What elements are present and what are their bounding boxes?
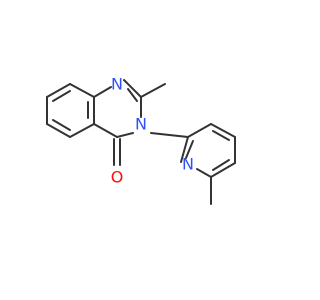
atom-n1-label: N bbox=[111, 75, 123, 94]
atom-n3-label: N bbox=[135, 115, 147, 134]
double-bond-inner bbox=[127, 88, 138, 102]
bond bbox=[210, 123, 236, 138]
pyrimidinone-ring bbox=[93, 79, 142, 138]
benzene-ring bbox=[46, 83, 95, 138]
bond bbox=[69, 123, 95, 138]
atom-o-label: O bbox=[111, 168, 124, 187]
bond bbox=[210, 162, 236, 178]
bond bbox=[46, 83, 71, 98]
double-bond-inner bbox=[52, 119, 71, 131]
molecule-canvas: N N N O bbox=[46, 75, 236, 205]
pyridine-ring bbox=[180, 123, 236, 178]
double-bond-inner bbox=[212, 130, 230, 141]
methyl-bond bbox=[140, 83, 166, 98]
carbonyl bbox=[113, 138, 121, 166]
bond bbox=[123, 79, 142, 98]
double-bond-inner bbox=[185, 140, 194, 159]
bond bbox=[150, 132, 189, 138]
bond bbox=[116, 132, 134, 138]
bond bbox=[93, 86, 112, 98]
bond bbox=[187, 123, 212, 138]
bond bbox=[69, 83, 95, 98]
bond bbox=[46, 123, 71, 138]
bond bbox=[93, 123, 118, 138]
bond bbox=[196, 168, 212, 178]
molecule-structure: N N N O bbox=[46, 75, 236, 205]
double-bond-inner bbox=[52, 90, 71, 102]
double-bond-inner bbox=[212, 159, 230, 171]
atom-n-pyridine-label: N bbox=[182, 155, 194, 174]
bond bbox=[180, 136, 189, 163]
